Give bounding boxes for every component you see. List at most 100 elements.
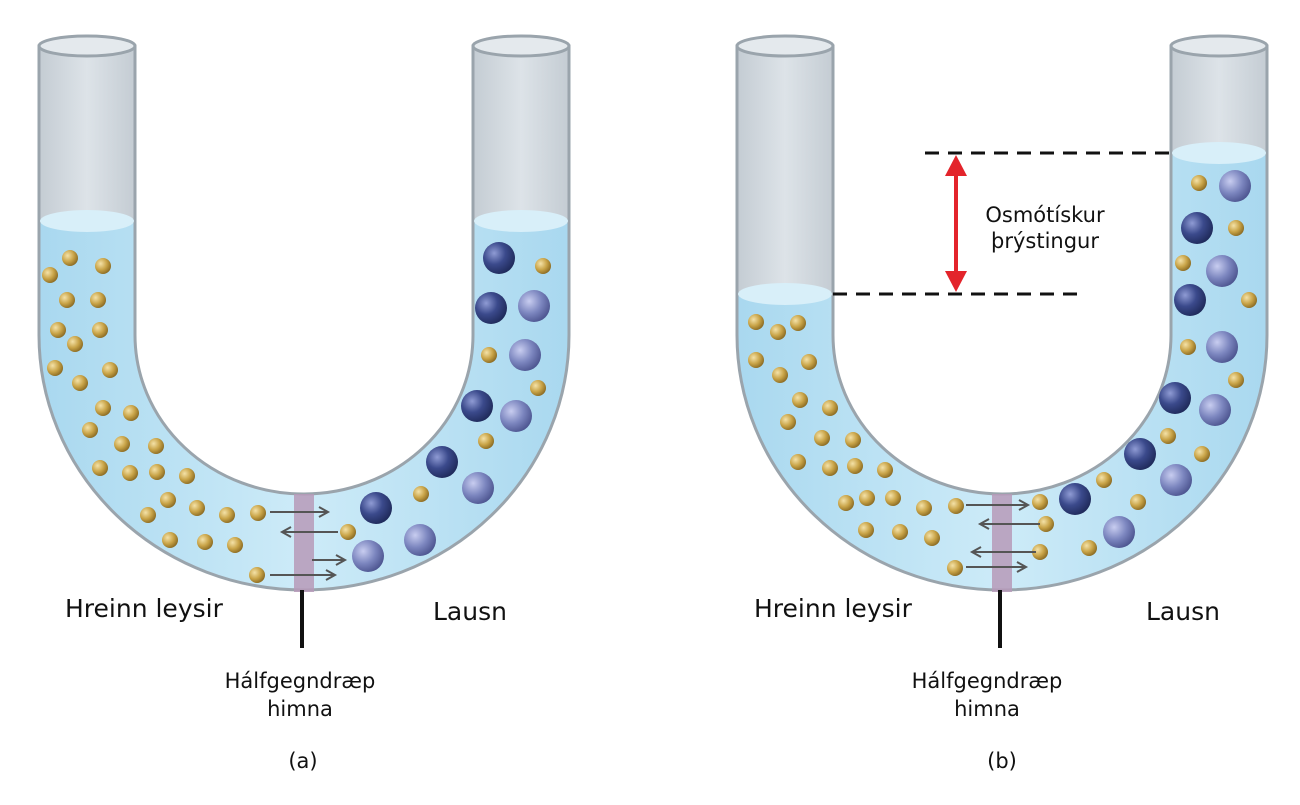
right-label: Lausn (1146, 597, 1220, 626)
solvent-particle-icon (92, 460, 108, 476)
solvent-particle-icon (822, 460, 838, 476)
flow-arrows-a (270, 506, 348, 581)
solvent-particle-icon (481, 347, 497, 363)
flow-arrow-head-icon (977, 518, 990, 530)
solute-particle-icon (483, 242, 515, 274)
solute-particle-icon (1059, 483, 1091, 515)
right-label: Lausn (433, 597, 507, 626)
liquid-u (735, 151, 1269, 592)
panel-b: Osmótískur þrýstingur Hreinn leysir Laus… (735, 34, 1269, 773)
solvent-particle-icon (859, 490, 875, 506)
tube-rim-left (37, 34, 137, 58)
solvent-particle-icon (916, 500, 932, 516)
solvent-particle-icon (72, 375, 88, 391)
liquid-surface-left (738, 283, 832, 305)
solvent-particle-icon (772, 367, 788, 383)
tube-glass-right (1169, 44, 1269, 155)
pressure-label-line1: Osmótískur (985, 203, 1105, 227)
solvent-particle-icon (1241, 292, 1257, 308)
solute-particle-icon (360, 492, 392, 524)
solvent-particle-icon (149, 464, 165, 480)
solute-particle-icon (1174, 284, 1206, 316)
solvent-particle-icon (947, 560, 963, 576)
panel-caption: (b) (987, 749, 1017, 773)
tube-rim-right (471, 34, 571, 58)
solvent-particle-icon (1160, 428, 1176, 444)
solvent-particle-icon (59, 292, 75, 308)
left-label: Hreinn leysir (754, 594, 913, 623)
solute-particle-icon (352, 540, 384, 572)
solute-particle-icon (1124, 438, 1156, 470)
pressure-arrow-head-down (945, 271, 967, 292)
solvent-particle-icon (858, 522, 874, 538)
solvent-particle-icon (160, 492, 176, 508)
solvent-particle-icon (1130, 494, 1146, 510)
membrane-label-line1: Hálfgegndræp (912, 669, 1063, 693)
tube-glass-left (37, 44, 137, 223)
solvent-particle-icon (90, 292, 106, 308)
solvent-particle-icon (82, 422, 98, 438)
solvent-particle-icon (845, 432, 861, 448)
solvent-particle-icon (801, 354, 817, 370)
solute-particle-icon (500, 400, 532, 432)
solvent-particle-icon (1081, 540, 1097, 556)
flow-arrow-head-icon (318, 506, 331, 518)
flow-arrows-b (966, 499, 1040, 573)
flow-arrow-head-icon (1018, 499, 1031, 511)
solute-particle-icon (461, 390, 493, 422)
solvent-particle-icon (250, 505, 266, 521)
membrane (992, 494, 1012, 592)
solvent-particle-icon (42, 267, 58, 283)
solvent-particle-icon (478, 433, 494, 449)
solvent-particle-icon (340, 524, 356, 540)
solvent-particle-icon (822, 400, 838, 416)
solute-particle-icon (509, 339, 541, 371)
membrane-label-line2: himna (954, 697, 1020, 721)
solvent-particle-icon (748, 314, 764, 330)
solvent-particle-icon (227, 537, 243, 553)
solute-particle-icon (475, 292, 507, 324)
membrane (294, 494, 314, 592)
pressure-label-line2: þrýstingur (991, 229, 1099, 253)
solvent-particle-icon (790, 315, 806, 331)
tube-glass-left (735, 44, 835, 296)
flow-arrow-head-icon (1016, 561, 1029, 573)
solvent-particle-icon (219, 507, 235, 523)
solvent-particle-icon (877, 462, 893, 478)
particles-b (748, 170, 1257, 576)
solvent-particle-icon (162, 532, 178, 548)
solvent-particle-icon (838, 495, 854, 511)
solvent-particle-icon (1038, 516, 1054, 532)
solute-particle-icon (426, 446, 458, 478)
solvent-particle-icon (1228, 220, 1244, 236)
solvent-particle-icon (1096, 472, 1112, 488)
solvent-particle-icon (792, 392, 808, 408)
flow-arrow-head-icon (969, 546, 982, 558)
solute-particle-icon (518, 290, 550, 322)
solvent-particle-icon (1032, 494, 1048, 510)
pressure-arrow-head-up (945, 155, 967, 176)
solvent-particle-icon (892, 524, 908, 540)
flow-arrow-head-icon (325, 569, 338, 581)
solute-particle-icon (1181, 212, 1213, 244)
solvent-particle-icon (1175, 255, 1191, 271)
solvent-particle-icon (249, 567, 265, 583)
membrane-label-line1: Hálfgegndræp (225, 669, 376, 693)
solvent-particle-icon (47, 360, 63, 376)
solvent-particle-icon (1191, 175, 1207, 191)
solvent-particle-icon (67, 336, 83, 352)
solute-particle-icon (404, 524, 436, 556)
flow-arrow-head-icon (279, 526, 292, 538)
solvent-particle-icon (197, 534, 213, 550)
solvent-particle-icon (413, 486, 429, 502)
solvent-particle-icon (123, 405, 139, 421)
solute-particle-icon (1159, 382, 1191, 414)
solute-particle-icon (1160, 464, 1192, 496)
particles-a (42, 242, 551, 583)
solvent-particle-icon (62, 250, 78, 266)
solvent-particle-icon (1228, 372, 1244, 388)
solvent-particle-icon (748, 352, 764, 368)
left-label: Hreinn leysir (65, 594, 224, 623)
solvent-particle-icon (948, 498, 964, 514)
